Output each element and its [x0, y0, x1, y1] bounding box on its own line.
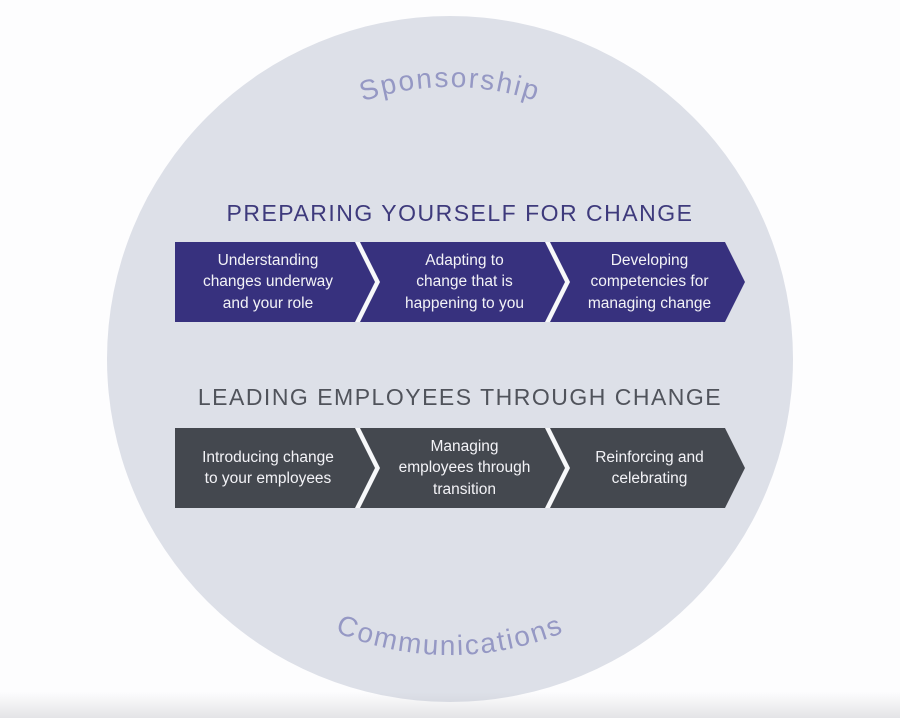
- arrow-step-introducing-change: Introducing change to your employees: [175, 428, 375, 508]
- arrow-step-label: Adapting to change that is happening to …: [405, 251, 524, 312]
- arrow-step-label: Understanding changes underway and your …: [202, 251, 334, 312]
- arrow-step-understanding-changes: Understanding changes underway and your …: [175, 242, 375, 322]
- arrow-step-developing-competencies: Developing competencies for managing cha…: [550, 242, 745, 322]
- process-arrow-row-preparing: Understanding changes underway and your …: [175, 242, 745, 322]
- arrow-step-reinforcing-celebrating: Reinforcing and celebrating: [550, 428, 745, 508]
- arrow-step-label: Introducing change to your employees: [202, 448, 334, 487]
- process-arrow-row-leading: Introducing change to your employees Man…: [175, 428, 745, 508]
- section-title-preparing-yourself: PREPARING YOURSELF FOR CHANGE: [226, 200, 694, 226]
- arrow-step-adapting-to-change: Adapting to change that is happening to …: [360, 242, 565, 322]
- background-circle: [107, 16, 793, 702]
- arrow-step-managing-employees: Managing employees through transition: [360, 428, 565, 508]
- arrow-step-label: Developing competencies for managing cha…: [587, 251, 712, 312]
- arrow-step-label: Reinforcing and celebrating: [595, 448, 704, 487]
- arrow-step-label: Managing employees through transition: [398, 437, 531, 498]
- section-title-leading-employees: LEADING EMPLOYEES THROUGH CHANGE: [197, 384, 723, 410]
